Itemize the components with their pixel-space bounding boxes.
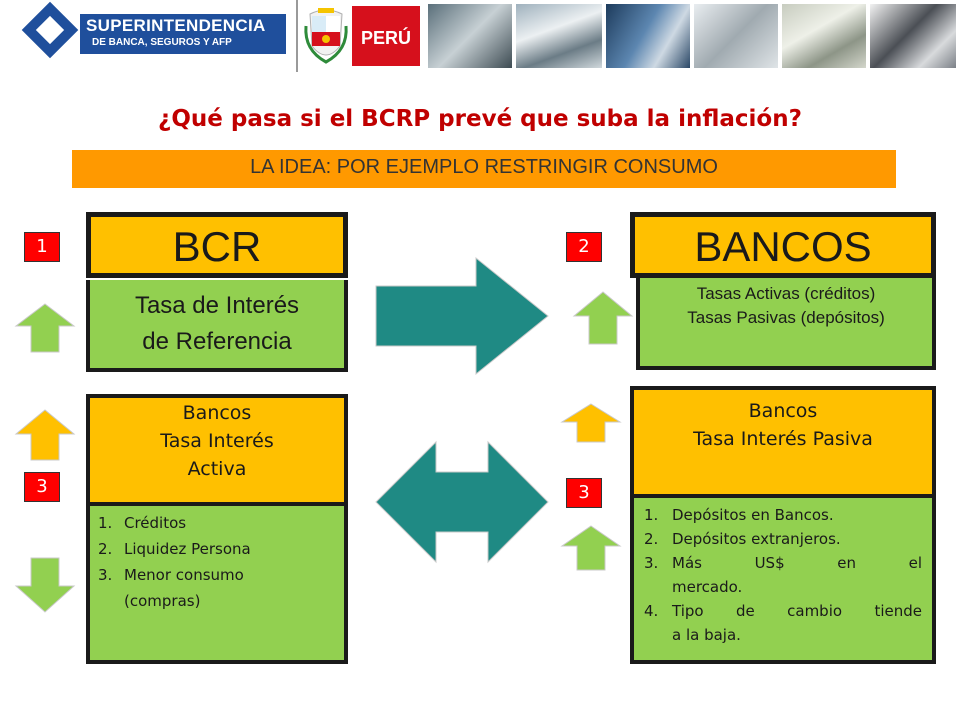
arrow-down-icon bbox=[14, 557, 76, 613]
list-item-number: 2. bbox=[98, 540, 113, 558]
peru-brand-box bbox=[352, 6, 420, 66]
bcr-rate-line2: de Referencia bbox=[142, 328, 292, 355]
step-badge-3-right: 3 bbox=[566, 478, 602, 508]
list-item-number: 1. bbox=[98, 514, 113, 532]
list-item: a la baja. bbox=[644, 626, 926, 650]
left-lower-line2: Tasa Interés bbox=[160, 430, 274, 452]
arrow-up-icon bbox=[560, 403, 622, 443]
list-item-text: (compras) bbox=[124, 592, 201, 610]
coat-of-arms-icon bbox=[304, 8, 348, 64]
list-item-text: Depósitos en Bancos. bbox=[672, 506, 834, 524]
list-item-text: a la baja. bbox=[672, 626, 741, 644]
photo-money bbox=[782, 4, 866, 68]
list-item: 2. Liquidez Persona bbox=[98, 540, 338, 566]
list-item-text: Menor consumo bbox=[124, 566, 244, 584]
page-title: ¿Qué pasa si el BCRP prevé que suba la i… bbox=[158, 106, 802, 132]
list-item: mercado. bbox=[644, 578, 926, 602]
list-item-number: 3. bbox=[644, 554, 659, 572]
left-lower-line3: Activa bbox=[187, 458, 247, 480]
list-item: 2. Depósitos extranjeros. bbox=[644, 530, 926, 554]
step-badge-3-left: 3 bbox=[24, 472, 60, 502]
right-lower-line1: Bancos bbox=[748, 400, 818, 422]
bcr-rate-line1: Tasa de Interés bbox=[134, 292, 300, 319]
right-lower-list: 1. Depósitos en Bancos. 2. Depósitos extra… bbox=[644, 506, 926, 650]
right-lower-line2: Tasa Interés Pasiva bbox=[693, 428, 873, 450]
bancos-header-label: BANCOS bbox=[694, 223, 872, 270]
step-badge-1: 1 bbox=[24, 232, 60, 262]
list-item-text: Tipo de cambio tiende bbox=[672, 602, 922, 620]
bcr-header-box: BCR bbox=[86, 212, 348, 278]
list-item-number: 3. bbox=[98, 566, 113, 584]
list-item-text: Liquidez Persona bbox=[124, 540, 251, 558]
left-lower-list: 1. Créditos 2. Liquidez Persona 3. Menor co… bbox=[98, 514, 338, 618]
sbs-logo-text-box bbox=[80, 14, 286, 54]
header-banner: SUPERINTENDENCIA DE BANCA, SEGUROS Y AFP… bbox=[0, 0, 960, 72]
list-item: 3. Más US$ en el bbox=[644, 554, 926, 578]
photo-keyboard bbox=[606, 4, 690, 68]
list-item-number: 4. bbox=[644, 602, 659, 620]
photo-cards bbox=[428, 4, 512, 68]
bancos-rates-box: Tasas Activas (créditos) Tasas Pasivas (… bbox=[636, 278, 936, 370]
list-item: (compras) bbox=[98, 592, 338, 618]
bcr-header-label: BCR bbox=[172, 223, 262, 270]
left-lower-line1: Bancos bbox=[182, 402, 252, 424]
arrow-right-icon bbox=[375, 256, 549, 376]
arrow-up-icon bbox=[572, 291, 634, 345]
photo-laptop bbox=[694, 4, 778, 68]
arrow-up-icon bbox=[14, 409, 76, 461]
list-item-number: 1. bbox=[644, 506, 659, 524]
bcr-rate-box: Tasa de Interés de Referencia bbox=[86, 280, 348, 372]
idea-banner-text: LA IDEA: POR EJEMPLO RESTRINGIR CONSUMO bbox=[250, 156, 718, 178]
arrow-up-icon bbox=[560, 525, 622, 571]
right-lower-header-box: Bancos Tasa Interés Pasiva bbox=[630, 386, 936, 494]
sbs-logo-title: SUPERINTENDENCIA bbox=[86, 16, 266, 35]
list-item-number: 2. bbox=[644, 530, 659, 548]
left-lower-list-box: 1. Créditos 2. Liquidez Persona 3. Menor co… bbox=[86, 502, 348, 664]
list-item-text: mercado. bbox=[672, 578, 743, 596]
peru-brand-label: PERÚ bbox=[360, 28, 411, 48]
sbs-logo-subtitle: DE BANCA, SEGUROS Y AFP bbox=[92, 37, 232, 48]
arrow-up-icon bbox=[14, 303, 76, 353]
list-item-text: Créditos bbox=[124, 514, 187, 532]
idea-banner bbox=[72, 150, 896, 188]
list-item-text: Depósitos extranjeros. bbox=[672, 530, 841, 548]
bancos-header-box: BANCOS bbox=[630, 212, 936, 278]
arrow-left-right-icon bbox=[375, 440, 549, 564]
photo-card-terminal bbox=[870, 4, 956, 68]
list-item: 1. Créditos bbox=[98, 514, 338, 540]
photo-building bbox=[516, 4, 602, 68]
right-lower-list-box: 1. Depósitos en Bancos. 2. Depósitos extra… bbox=[630, 494, 936, 664]
list-item: 3. Menor consumo bbox=[98, 566, 338, 592]
list-item: 1. Depósitos en Bancos. bbox=[644, 506, 926, 530]
bancos-rates-line1: Tasas Activas (créditos) bbox=[696, 284, 876, 303]
list-item: 4. Tipo de cambio tiende bbox=[644, 602, 926, 626]
step-badge-2: 2 bbox=[566, 232, 602, 262]
list-item-text: Más US$ en el bbox=[672, 554, 922, 572]
bancos-rates-line2: Tasas Pasivas (depósitos) bbox=[687, 308, 885, 327]
left-lower-header-box: Bancos Tasa Interés Activa bbox=[86, 394, 348, 502]
